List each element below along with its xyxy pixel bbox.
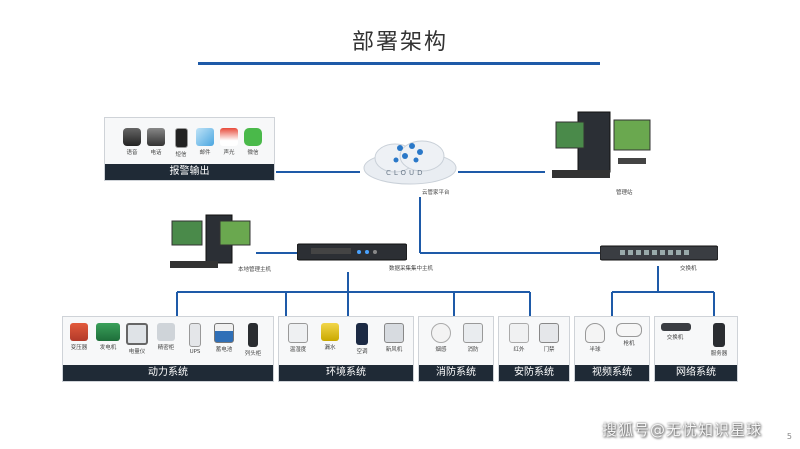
power-item-cabinet: 精密柜	[152, 323, 180, 351]
meter-icon	[126, 323, 148, 345]
power-item-generator: 发电机	[94, 323, 122, 351]
local-host-label: 本地管理主机	[238, 267, 272, 273]
env-item-ac: 空调	[348, 323, 376, 355]
fire-panel-icon	[463, 323, 483, 343]
subsystem-environment: 温湿度 漏水 空调 新风机 环境系统	[278, 316, 414, 382]
video-item-bullet: 枪机	[615, 323, 643, 347]
management-workstation: 管理站	[548, 110, 658, 196]
security-item-access: 门禁	[535, 323, 563, 353]
network-item-server: 服务器	[705, 323, 733, 357]
fire-item-fire: 消防	[459, 323, 487, 353]
alarm-item-email: 邮件	[191, 128, 219, 156]
data-collector-host: 数据采集集中主机	[296, 242, 433, 272]
subsystem-environment-title: 环境系统	[279, 365, 413, 381]
alarm-light-icon	[220, 128, 238, 146]
ups-icon	[189, 323, 201, 347]
power-item-meter: 电量仪	[123, 323, 151, 355]
battery-icon	[214, 323, 234, 343]
water-leak-icon	[321, 323, 339, 341]
subsystem-network-title: 网络系统	[655, 365, 737, 381]
security-item-infrared: 红外	[505, 323, 533, 353]
email-icon	[196, 128, 214, 146]
access-control-icon	[539, 323, 559, 343]
power-item-rack-pdu: 列头柜	[239, 323, 267, 357]
fresh-air-icon	[384, 323, 404, 343]
subsystem-power-title: 动力系统	[63, 365, 273, 381]
alarm-output-title: 报警输出	[105, 164, 274, 180]
subsystem-network: 交换机 服务器 网络系统	[654, 316, 738, 382]
subsystem-security: 红外 门禁 安防系统	[498, 316, 570, 382]
generator-icon	[96, 323, 120, 341]
smoke-detector-icon	[431, 323, 451, 343]
cloud-label: 云管家平台	[422, 190, 450, 196]
video-item-dome: 半球	[581, 323, 609, 353]
local-host-icon	[170, 214, 251, 268]
wechat-icon	[244, 128, 262, 146]
alarm-item-wechat: 微信	[239, 128, 267, 156]
transformer-icon	[70, 323, 88, 341]
subsystem-fire: 烟感 消防 消防系统	[418, 316, 494, 382]
subsystem-video: 半球 枪机 视频系统	[574, 316, 650, 382]
watermark: 搜狐号@无忧知识星球	[601, 421, 762, 439]
alarm-item-speaker: 语音	[118, 128, 146, 156]
server-icon	[713, 323, 725, 347]
power-item-battery: 蓄电池	[210, 323, 238, 353]
switch-icon	[599, 245, 719, 261]
env-item-fresh-air: 新风机	[380, 323, 408, 353]
phone-icon	[147, 128, 165, 146]
alarm-item-sms: 短信	[167, 128, 195, 158]
network-switch: 交换机	[599, 244, 719, 272]
power-item-transformer: 变压器	[65, 323, 93, 351]
alarm-output-box: 语音 电话 短信 邮件 声光 微信 报警输出	[104, 117, 275, 181]
fire-item-smoke: 烟感	[427, 323, 455, 353]
subsystem-security-title: 安防系统	[499, 365, 569, 381]
alarm-item-phone: 电话	[142, 128, 170, 156]
cloud-icon	[363, 140, 457, 185]
subsystem-fire-title: 消防系统	[419, 365, 493, 381]
subsystem-power: 变压器 发电机 电量仪 精密柜 UPS 蓄电池 列头柜 动力系统	[62, 316, 274, 382]
env-item-temp-humidity: 温湿度	[284, 323, 312, 353]
cloud-platform: CLOUD 云管家平台	[360, 138, 460, 196]
switch-label: 交换机	[680, 266, 697, 272]
speaker-icon	[123, 128, 141, 146]
thermometer-icon	[288, 323, 308, 343]
collector-label: 数据采集集中主机	[389, 266, 434, 272]
power-item-ups: UPS	[181, 323, 209, 355]
infrared-sensor-icon	[509, 323, 529, 343]
workstation-label: 管理站	[616, 190, 633, 196]
alarm-item-light: 声光	[215, 128, 243, 156]
page-number: 5	[786, 432, 792, 441]
title-underline	[198, 62, 600, 65]
dome-camera-icon	[585, 323, 605, 343]
rack-cabinet-icon	[248, 323, 258, 347]
sms-icon	[174, 128, 188, 148]
env-item-leak: 漏水	[316, 323, 344, 351]
air-conditioner-icon	[356, 323, 368, 345]
network-item-switch: 交换机	[661, 323, 691, 341]
switch-icon	[661, 323, 691, 331]
local-management-host: 本地管理主机	[168, 213, 271, 273]
subsystem-video-title: 视频系统	[575, 365, 649, 381]
cloud-text: CLOUD	[386, 169, 426, 177]
workstation-icon	[552, 111, 651, 178]
page-title: 部署架构	[351, 30, 448, 55]
rack-server-icon	[296, 243, 408, 261]
cabinet-icon	[157, 323, 175, 341]
bullet-camera-icon	[616, 323, 642, 337]
